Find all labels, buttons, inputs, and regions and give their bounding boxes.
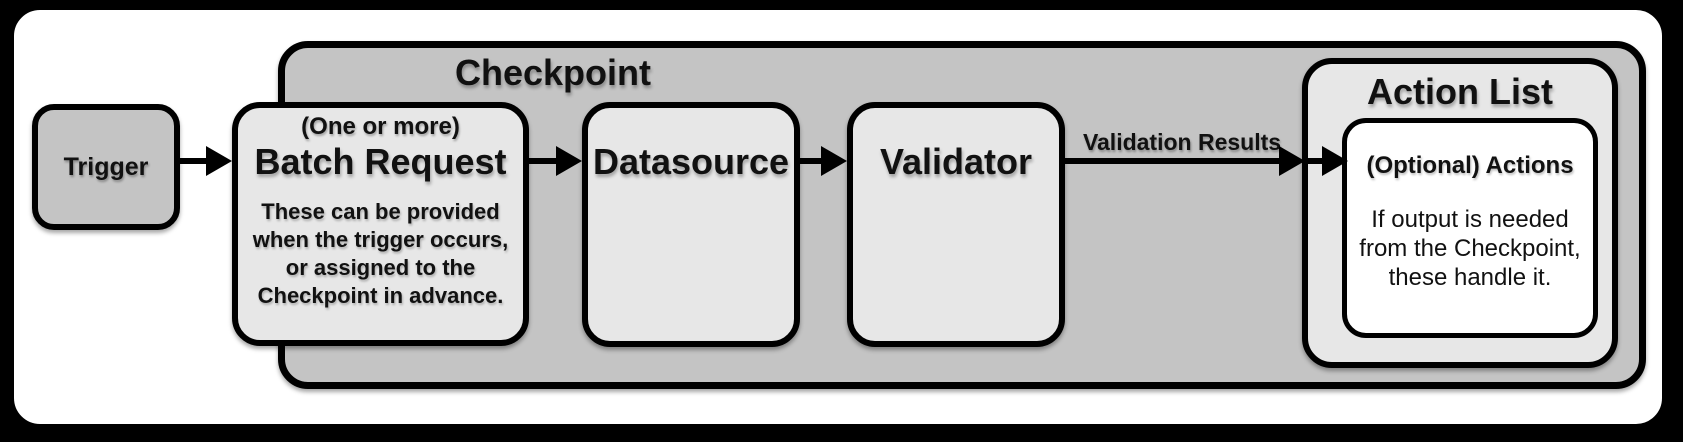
batch-request-description: These can be provided when the trigger o…	[252, 199, 509, 308]
optional-actions-node: (Optional) Actions If output is needed f…	[1342, 118, 1598, 338]
validation-results-label: Validation Results	[1082, 129, 1282, 155]
arrow-action-list-to-actions	[1308, 158, 1326, 164]
arrowhead-icon	[206, 146, 232, 176]
batch-request-node: (One or more) Batch Request These can be…	[232, 102, 529, 346]
datasource-title: Datasource	[592, 141, 790, 182]
arrowhead-icon	[1322, 146, 1348, 176]
trigger-label: Trigger	[63, 152, 149, 181]
arrowhead-icon	[1279, 146, 1305, 176]
arrow-batch-request-to-datasource	[529, 158, 560, 164]
optional-actions-title: (Optional) Actions	[1366, 152, 1574, 179]
batch-request-title: Batch Request	[254, 141, 507, 182]
arrow-trigger-to-batch-request	[178, 158, 210, 164]
trigger-node: Trigger	[32, 104, 180, 230]
action-list-title: Action List	[1367, 71, 1553, 112]
validator-title: Validator	[879, 141, 1033, 182]
arrow-datasource-to-validator	[800, 158, 825, 164]
arrowhead-icon	[821, 146, 847, 176]
arrowhead-icon	[556, 146, 582, 176]
arrow-validator-to-action-list	[1063, 158, 1283, 164]
batch-request-qualifier: (One or more)	[301, 113, 460, 140]
optional-actions-description: If output is needed from the Checkpoint,…	[1359, 206, 1581, 291]
datasource-node: Datasource	[582, 102, 800, 347]
validator-node: Validator	[847, 102, 1065, 347]
checkpoint-label: Checkpoint	[455, 52, 652, 93]
